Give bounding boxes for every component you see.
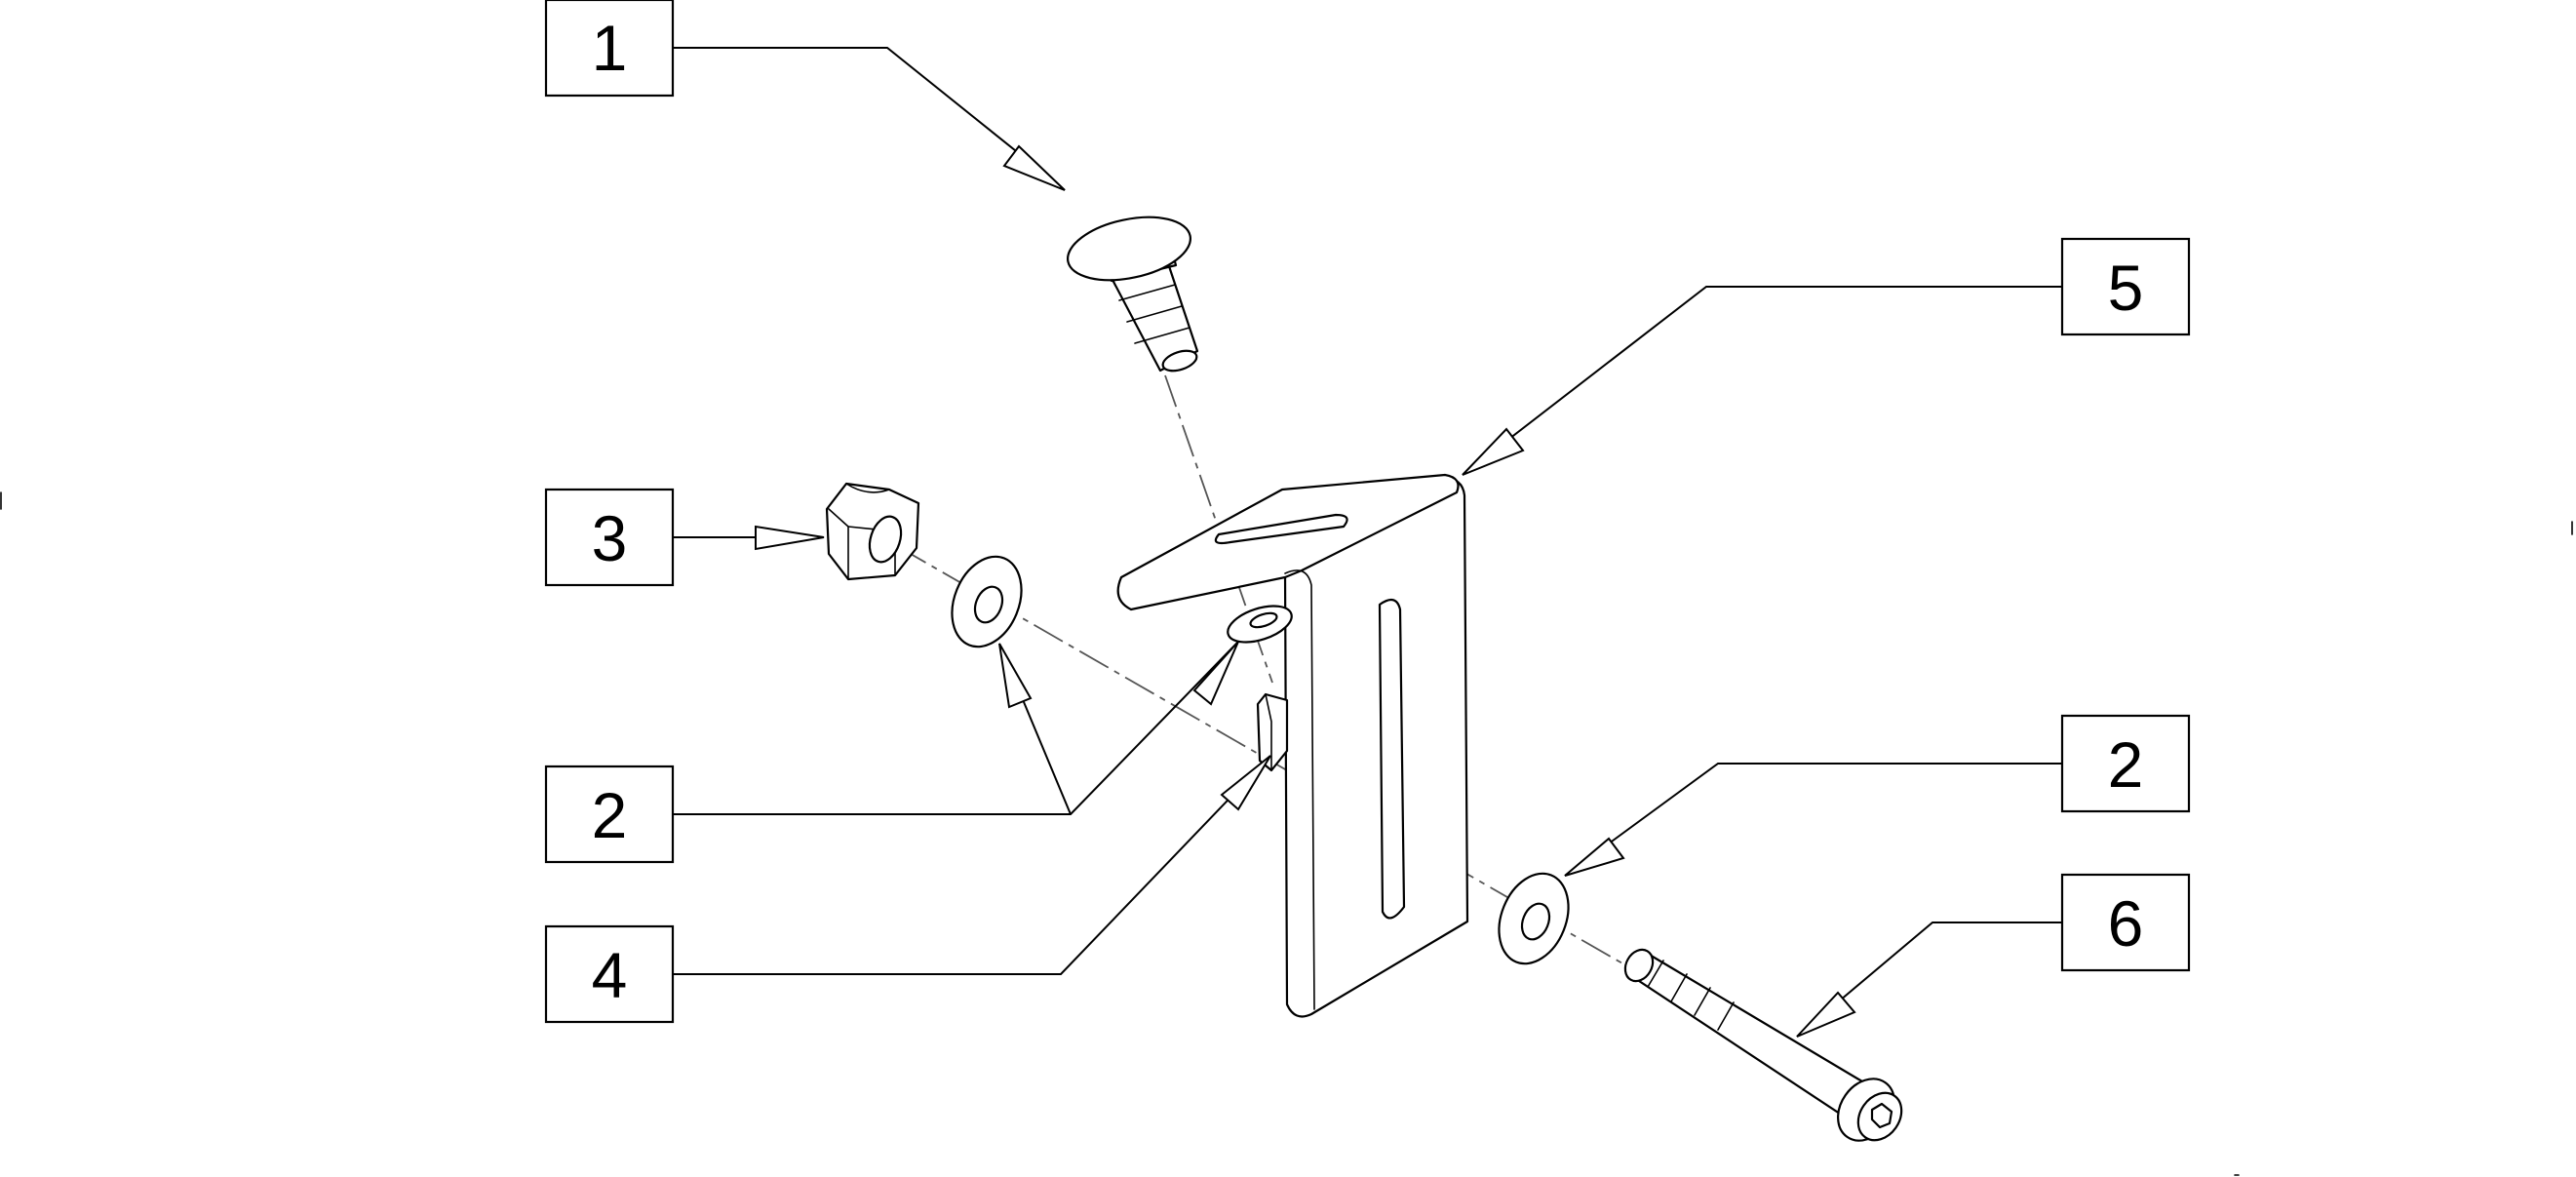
washer-inner xyxy=(1227,605,1293,644)
bracket-top-flange xyxy=(1116,473,1460,611)
callout-box-6 xyxy=(2060,873,2191,972)
bracket-bend-line xyxy=(1284,569,1315,1010)
carriage-bolt xyxy=(1066,216,1199,373)
hex-nut xyxy=(825,482,920,581)
callout-6: 6 xyxy=(1796,873,2191,1038)
angle-bracket xyxy=(1116,473,1469,1018)
bracket-flange-slot xyxy=(1214,513,1348,545)
callout-3: 3 xyxy=(544,488,825,587)
callout-label-2a: 2 xyxy=(592,779,628,851)
callout-label-4: 4 xyxy=(592,939,628,1011)
callout-box-2a xyxy=(544,765,675,864)
callout-1: 1 xyxy=(544,0,1066,191)
callout-label-5: 5 xyxy=(2108,252,2144,324)
washer-left xyxy=(951,555,1023,648)
washer-right xyxy=(1498,872,1570,965)
callout-2-left: 2 xyxy=(544,641,1239,864)
inner-nut xyxy=(1256,692,1289,772)
callout-label-2b: 2 xyxy=(2108,728,2144,801)
button-head-screw xyxy=(1623,948,1903,1142)
callout-label-1: 1 xyxy=(592,12,628,84)
border-ticks xyxy=(0,491,2573,1176)
callout-box-3 xyxy=(544,488,675,587)
callout-box-1 xyxy=(544,0,675,98)
callout-label-3: 3 xyxy=(592,502,628,574)
callout-2-right: 2 xyxy=(1564,714,2191,877)
callout-box-2b xyxy=(2060,714,2191,813)
bracket-vertical-slot xyxy=(1378,598,1406,920)
callout-box-5 xyxy=(2060,237,2191,336)
callout-4: 4 xyxy=(544,755,1271,1024)
callout-5: 5 xyxy=(1462,237,2191,476)
callout-label-6: 6 xyxy=(2108,887,2144,960)
